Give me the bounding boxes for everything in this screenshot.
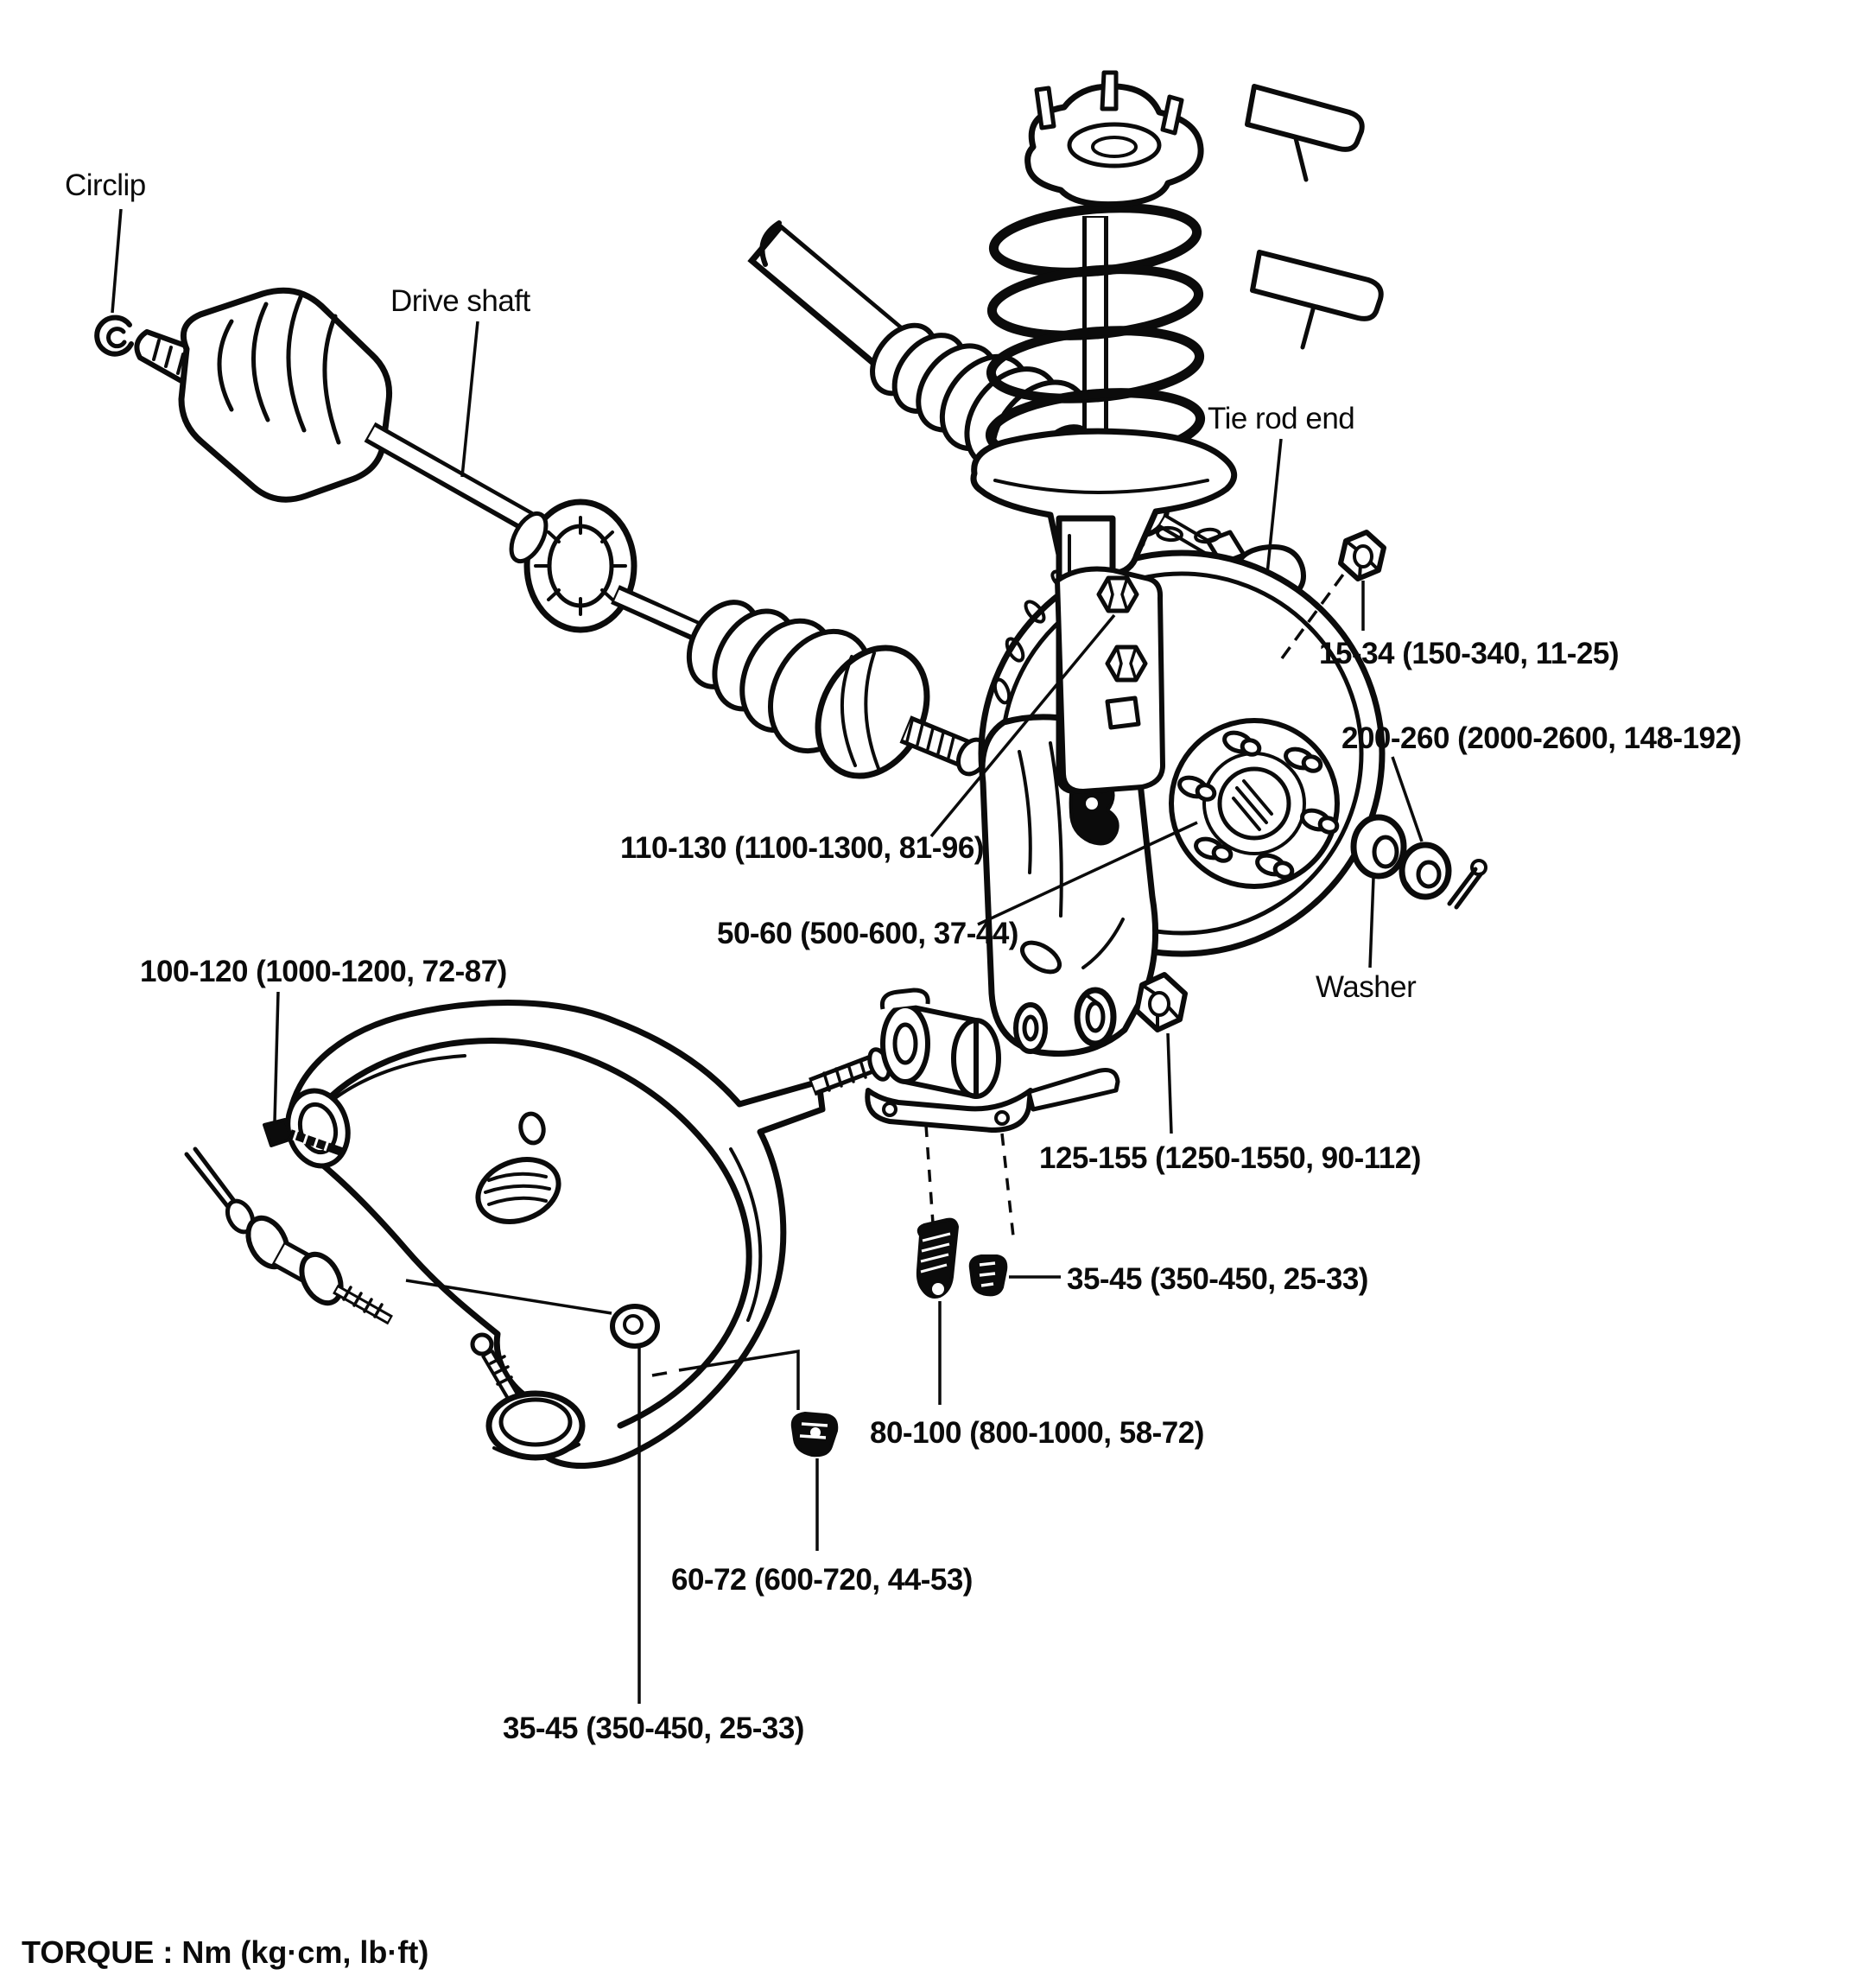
strut-knuckle-leader xyxy=(929,613,1116,838)
circlip-part xyxy=(94,314,134,357)
label-drive-shaft: Drive shaft xyxy=(390,284,531,318)
hub-nut-leader xyxy=(1391,756,1424,842)
drive-shaft-leader xyxy=(460,321,479,478)
torque-label-tie-rod-nut: 15-34 (150-340, 11-25) xyxy=(1319,637,1619,670)
tie-rod-nut-part xyxy=(1280,530,1386,660)
clamp-nut-part xyxy=(968,1254,1008,1297)
torque-label-stab-link: 100-120 (1000-1200, 72-87) xyxy=(140,955,507,988)
cotter-pin-part xyxy=(1447,859,1487,910)
ball-joint-part xyxy=(470,1332,586,1461)
torque-label-clamp-nut: 35-45 (350-450, 25-33) xyxy=(1067,1262,1368,1296)
label-washer: Washer xyxy=(1316,970,1417,1004)
circlip-leader xyxy=(111,208,123,314)
torque-label-arm-ball-nut: 35-45 (350-450, 25-33) xyxy=(503,1712,804,1745)
arm-ball-nut-part xyxy=(610,1304,660,1349)
clamp-bolt-part xyxy=(916,1217,959,1299)
tie-rod-end-leader xyxy=(1265,438,1283,575)
stabilizer-link-part xyxy=(184,1146,393,1325)
bushing-washers-nut xyxy=(1013,972,1188,1054)
label-circlip: Circlip xyxy=(65,168,146,202)
leader-lines xyxy=(111,208,1424,1704)
hub-fasteners-drawing xyxy=(1350,814,1487,910)
stab-bracket-bolt-part xyxy=(263,1118,346,1157)
torque-label-strut-knuckle: 110-130 (1100-1300, 81-96) xyxy=(620,831,984,865)
balljoint-nut-part xyxy=(790,1412,839,1458)
rear-bushing-drawing xyxy=(651,972,1188,1458)
torque-label-arm-rear-nut: 125-155 (1250-1550, 90-112) xyxy=(1039,1141,1421,1175)
torque-label-caliper: 50-60 (500-600, 37-44) xyxy=(717,917,1018,950)
strut-assembly-drawing xyxy=(970,70,1238,795)
strut-pinch-bolts xyxy=(1096,575,1148,730)
torque-label-clamp-bolt: 80-100 (800-1000, 58-72) xyxy=(870,1416,1204,1450)
torque-label-balljoint-nut: 60-72 (600-720, 44-53) xyxy=(671,1563,973,1597)
bushing-nut-leader xyxy=(1166,1032,1173,1134)
footer-torque-units: TORQUE : Nm (kg·cm, lb·ft) xyxy=(22,1934,428,1970)
torque-label-hub-nut: 200-260 (2000-2600, 148-192) xyxy=(1341,721,1741,755)
drive-shaft-drawing xyxy=(94,287,1093,807)
arm-nut-diagonal-leader xyxy=(405,1279,612,1315)
diagram-labels: Circlip Drive shaft Tie rod end 15-34 (1… xyxy=(22,168,1741,1970)
caliper-leader xyxy=(977,821,1198,926)
washer-part xyxy=(1350,814,1407,880)
wheel-studs xyxy=(1177,730,1340,880)
stab-bolt-leader xyxy=(273,991,280,1122)
washer-leader xyxy=(1368,877,1375,969)
label-tie-rod-end: Tie rod end xyxy=(1208,402,1354,435)
control-arm-drawing xyxy=(184,1000,826,1469)
hub-nut-part xyxy=(1399,842,1452,900)
